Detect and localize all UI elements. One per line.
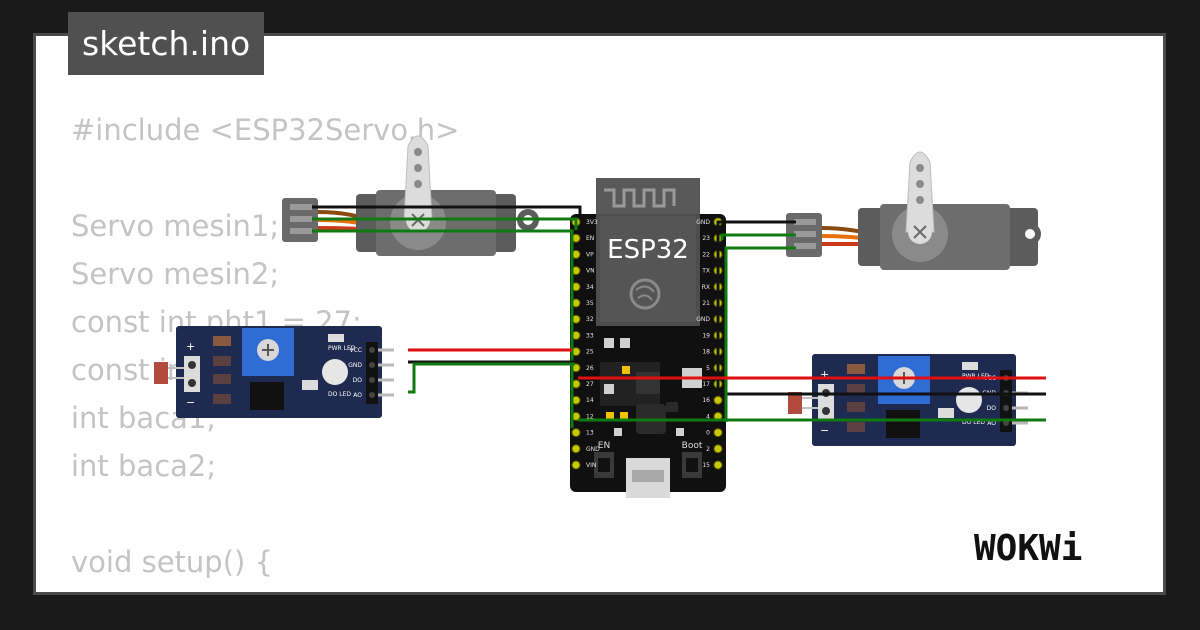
sensor2-plus-label: + [820, 368, 829, 381]
esp32-pin-label: 18 [702, 349, 710, 356]
servo-motor-1[interactable] [282, 135, 539, 256]
esp32-pin-label: 34 [586, 284, 594, 291]
sensor-pin[interactable] [369, 362, 375, 368]
wokwi-logo: WOKWi [974, 528, 1082, 569]
sensor2-minus-label: − [820, 424, 829, 437]
esp32-pin-label: 12 [586, 413, 594, 420]
wire-servo2-gnd[interactable] [716, 220, 1046, 396]
sensor2-do-led-label: DO LED [962, 419, 985, 426]
boot-button-label: Boot [682, 441, 703, 451]
esp32-pin-label: 21 [702, 300, 710, 307]
esp32-pin-label: 17 [702, 381, 710, 388]
esp32-pin-label: 35 [586, 300, 594, 307]
esp32-pin[interactable] [713, 460, 723, 470]
sensor-pin-label: GND [348, 362, 362, 369]
sensor-pin-label: VCC [350, 347, 362, 354]
esp32-chip-label: ESP32 [607, 235, 689, 265]
wire-sensor1-do[interactable] [408, 362, 575, 394]
sensor-pin-label: AO [353, 392, 362, 399]
wires [312, 205, 1046, 428]
esp32-pin[interactable] [713, 428, 723, 438]
esp32-pin-label: 23 [702, 235, 710, 242]
esp32-pin-label: 0 [706, 430, 710, 437]
sensor-pin[interactable] [369, 347, 375, 353]
wokwi-logo-text: WOKWi [974, 528, 1082, 569]
esp32-pin[interactable] [571, 460, 581, 470]
esp32-pin[interactable] [571, 428, 581, 438]
servo-motor-2[interactable] [786, 151, 1041, 270]
esp32-pin-label: 19 [702, 332, 710, 339]
esp32-pin[interactable] [713, 444, 723, 454]
esp32-pin[interactable] [571, 444, 581, 454]
sensor-pin[interactable] [369, 392, 375, 398]
wire-servo2-signal[interactable] [720, 233, 796, 240]
file-name-tab[interactable]: sketch.ino [68, 12, 265, 75]
sensor-pin-label: AO [987, 420, 996, 427]
wire-servo1-gnd[interactable] [312, 205, 582, 214]
esp32-pin-label: GND [586, 446, 600, 453]
canvas-frame: #include <ESP32Servo.h> Servo mesin1; Se… [33, 33, 1166, 595]
en-button-label: EN [598, 441, 610, 451]
esp32-pin-label: 4 [706, 413, 710, 420]
sensor1-minus-label: − [186, 396, 195, 409]
sensor-pin-label: DO [987, 405, 997, 412]
esp32-pin-label: 33 [586, 332, 594, 339]
esp32-pin-label: 3V3 [586, 219, 598, 226]
esp32-pin-label: 27 [586, 381, 594, 388]
esp32-pin-label: 22 [702, 251, 710, 258]
esp32-pin-label: 13 [586, 430, 594, 437]
wire-servo2-vcc[interactable] [724, 246, 796, 422]
esp32-pin[interactable] [713, 395, 723, 405]
wire-servo1-signal[interactable] [312, 217, 578, 230]
esp32-pin-label: EN [586, 235, 594, 242]
esp32-pin-label: VIN [586, 462, 596, 469]
esp32-pin-label: 16 [702, 397, 710, 404]
esp32-pin-label: VP [586, 251, 594, 258]
sensor1-plus-label: + [186, 340, 195, 353]
sensor-pin[interactable] [369, 377, 375, 383]
esp32-pin-label: GND [696, 219, 710, 226]
esp32-pin-label: TX [701, 268, 710, 275]
sensor1-pwr-led-label: PWR LED [328, 345, 356, 352]
esp32-pin-label: 14 [586, 397, 594, 404]
photoresistor-sensor-1[interactable]: + − PWR LED DO LED VCC GND DO AO [154, 326, 394, 418]
esp32-pin-label: VN [586, 268, 595, 275]
esp32-pin-label: 25 [586, 349, 594, 356]
esp32-pin-label: 5 [706, 365, 710, 372]
esp32-pin-label: 2 [706, 446, 710, 453]
esp32-pin-label: 32 [586, 316, 594, 323]
sensor1-do-led-label: DO LED [328, 391, 351, 398]
sensor-pin[interactable] [1003, 405, 1009, 411]
esp32-devkit-board[interactable]: ESP32 EN Boot 3V3ENVPVN34353233252627141… [570, 178, 726, 498]
sensor1-pin-header: VCC GND DO AO [348, 342, 394, 404]
esp32-pin-label: 26 [586, 365, 594, 372]
esp32-pin-label: GND [696, 316, 710, 323]
esp32-pin-label: 15 [702, 462, 710, 469]
esp32-pin-label: RX [702, 284, 710, 291]
sensor-pin-label: DO [353, 377, 363, 384]
